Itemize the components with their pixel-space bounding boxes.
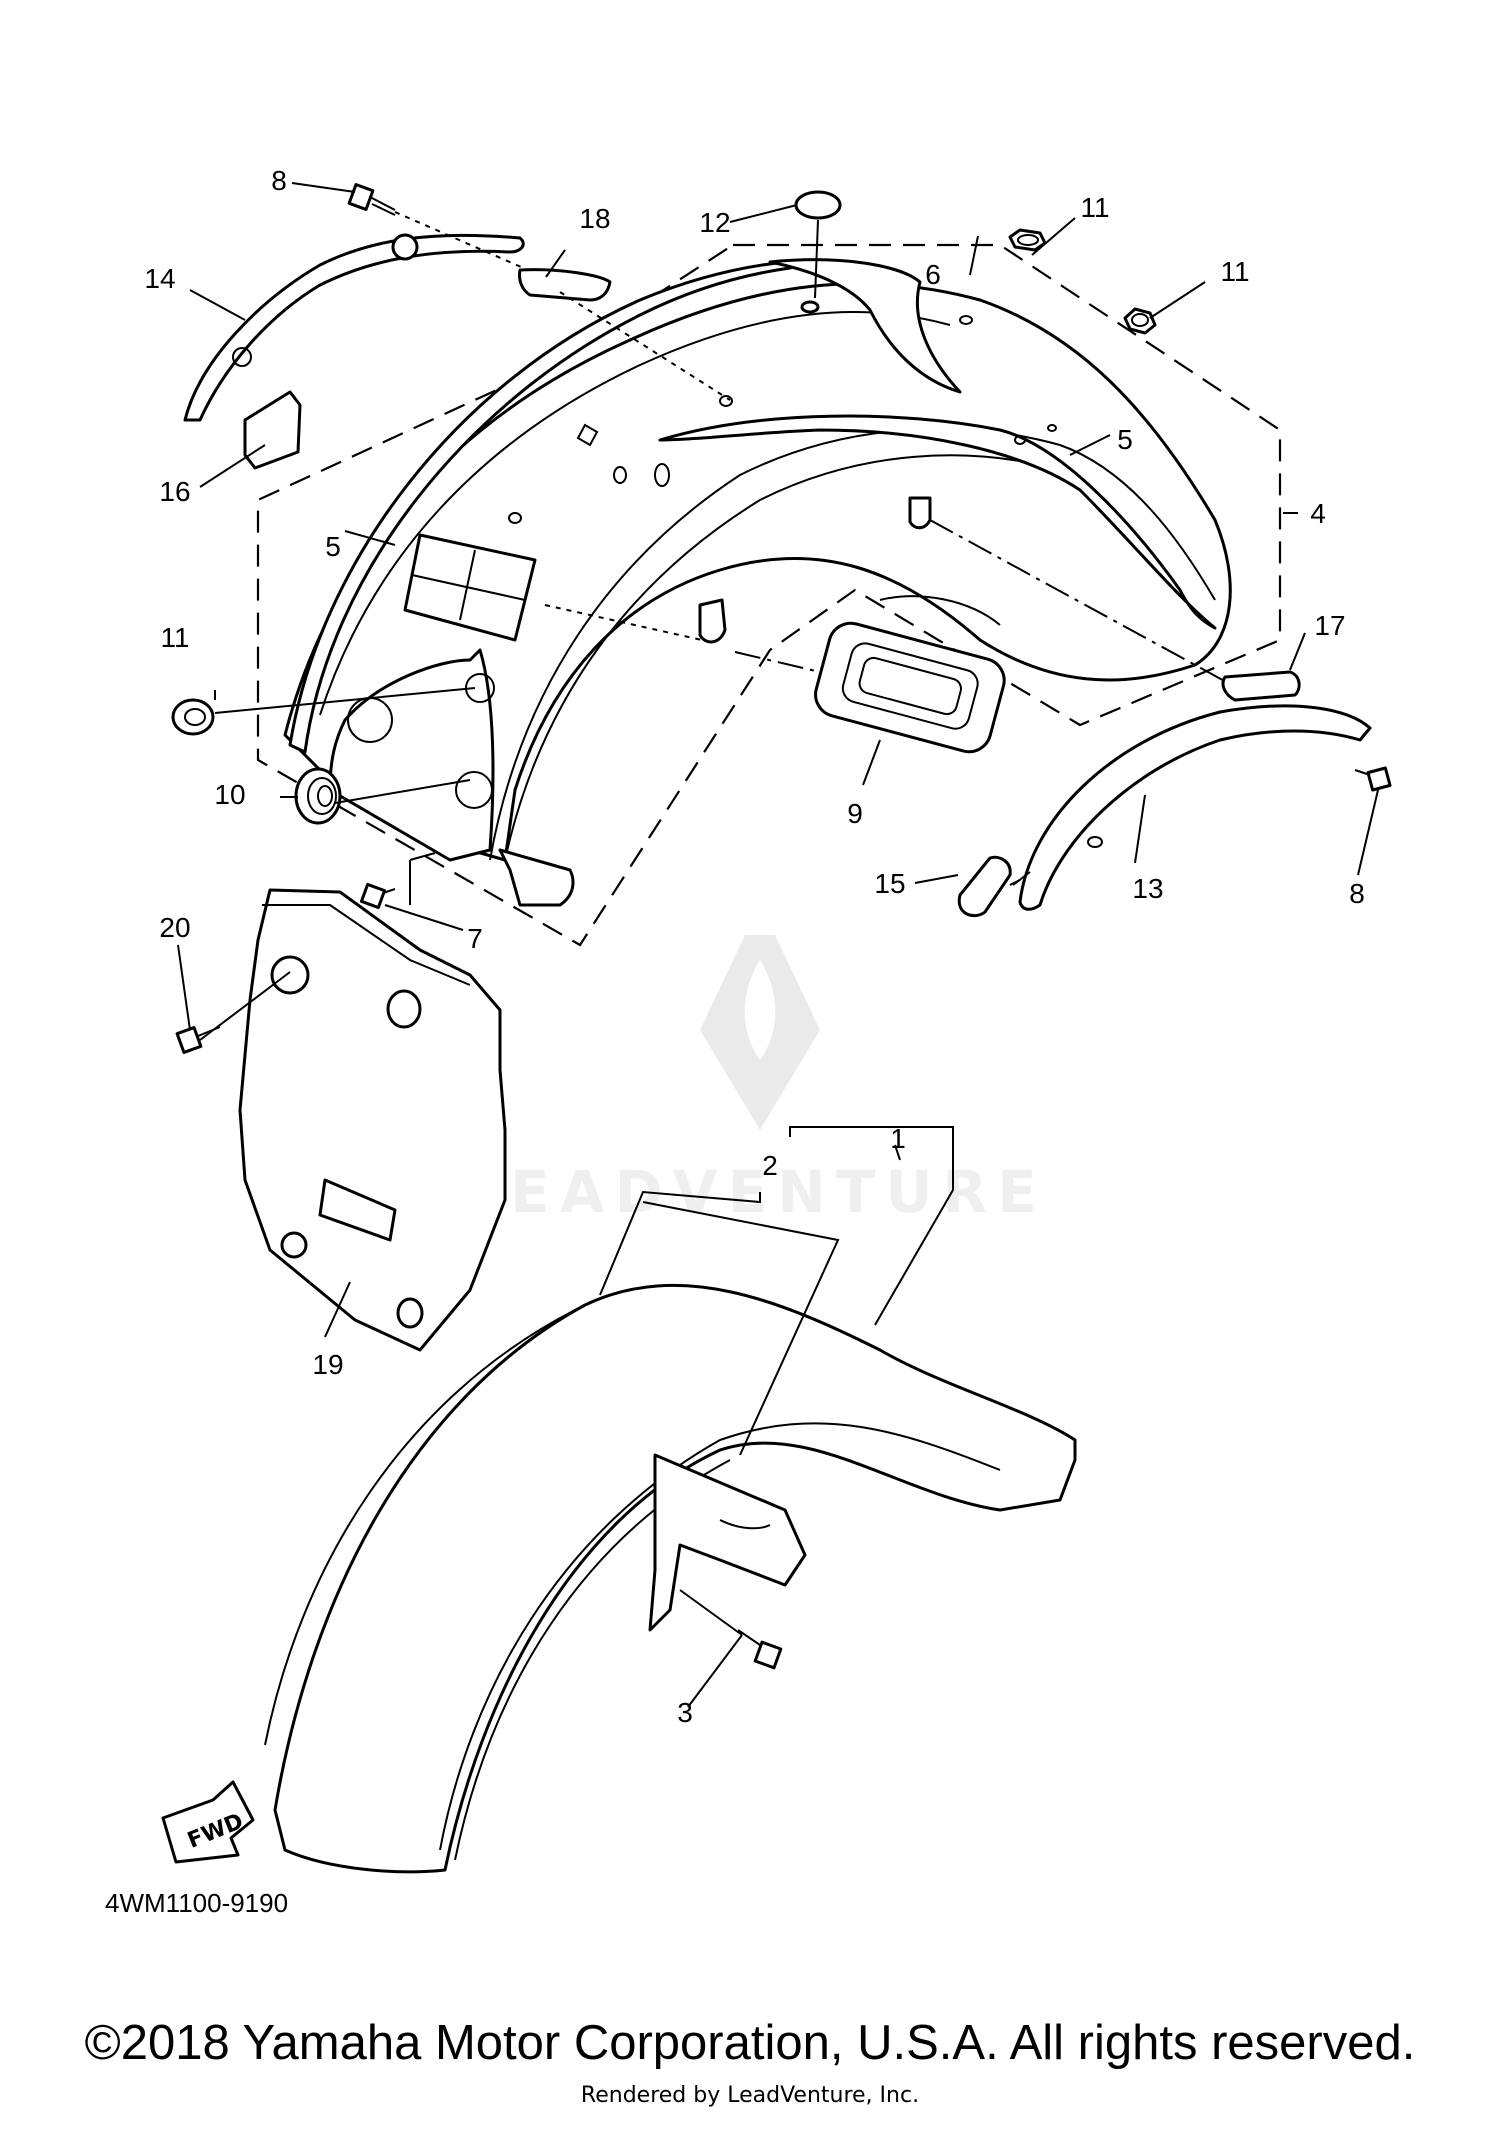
callout-11-top: 11 bbox=[1080, 192, 1109, 223]
fender-tab bbox=[498, 848, 575, 907]
rear-cover-19 bbox=[238, 888, 507, 1352]
grommet-12 bbox=[794, 190, 842, 220]
bolt-7 bbox=[359, 882, 396, 910]
copyright-notice: ©2018 Yamaha Motor Corporation, U.S.A. A… bbox=[84, 2016, 1416, 2070]
callout-3: 3 bbox=[677, 1697, 693, 1728]
pad-15 bbox=[957, 855, 1012, 918]
trim-strip-6 bbox=[768, 258, 962, 394]
callout-15: 15 bbox=[874, 868, 905, 899]
callout-2: 2 bbox=[762, 1150, 778, 1181]
diagram-code: 4WM1100-9190 bbox=[105, 1888, 288, 1918]
reference-lines bbox=[394, 211, 1229, 886]
callout-7: 7 bbox=[467, 923, 483, 954]
grommet-11-left bbox=[171, 698, 215, 736]
assembly-outline-4 bbox=[256, 243, 1282, 947]
leader-lines bbox=[177, 182, 1379, 1708]
callout-13: 13 bbox=[1132, 873, 1163, 904]
bolt-8-right bbox=[1354, 766, 1392, 792]
watermark-text: LEADVENTURE bbox=[463, 1158, 1047, 1226]
callout-19: 19 bbox=[312, 1349, 343, 1380]
callout-5-right: 5 bbox=[1117, 424, 1133, 455]
callout-5-left: 5 bbox=[325, 531, 341, 562]
callout-8-right: 8 bbox=[1349, 878, 1365, 909]
bolt-8-top bbox=[347, 183, 396, 216]
pad-18 bbox=[518, 268, 612, 302]
callout-6: 6 bbox=[925, 259, 941, 290]
callout-11-right: 11 bbox=[1220, 256, 1249, 287]
fender-features bbox=[403, 300, 1057, 644]
grommet-10 bbox=[294, 767, 342, 825]
grommet-11-top bbox=[1008, 228, 1047, 252]
bolt-3 bbox=[737, 1629, 783, 1670]
leadventure-watermark bbox=[700, 935, 820, 1130]
callout-11-left: 11 bbox=[160, 622, 189, 653]
callout-12: 12 bbox=[699, 207, 730, 238]
callout-bracket-1-2 bbox=[599, 1126, 954, 1456]
callout-1: 1 bbox=[890, 1123, 906, 1154]
side-rail-13 bbox=[1018, 704, 1372, 911]
front-fender bbox=[264, 1283, 1077, 1874]
fender-bracket bbox=[648, 1453, 807, 1632]
callout-4: 4 bbox=[1310, 498, 1326, 529]
callout-16: 16 bbox=[159, 476, 190, 507]
side-rail-14 bbox=[183, 233, 525, 422]
trim-strip-right bbox=[658, 414, 1217, 630]
callout-10: 10 bbox=[214, 779, 245, 810]
callout-18: 18 bbox=[579, 203, 610, 234]
callout-9: 9 bbox=[847, 798, 863, 829]
callout-8-top: 8 bbox=[271, 165, 287, 196]
callout-17: 17 bbox=[1314, 610, 1345, 641]
grommet-11-right bbox=[1123, 307, 1157, 335]
pad-16 bbox=[243, 390, 302, 470]
callout-labels: 1 2 3 4 5 5 6 7 8 8 9 10 11 11 11 12 13 … bbox=[144, 165, 1364, 1728]
inner-plate bbox=[328, 648, 495, 862]
callout-14: 14 bbox=[144, 263, 175, 294]
rendered-by-credit: Rendered by LeadVenture, Inc. bbox=[580, 2083, 920, 2108]
lamp-bezel-9 bbox=[814, 621, 1006, 754]
callout-20: 20 bbox=[159, 912, 190, 943]
fwd-arrow-icon bbox=[161, 1780, 255, 1864]
pad-17 bbox=[1221, 670, 1301, 702]
